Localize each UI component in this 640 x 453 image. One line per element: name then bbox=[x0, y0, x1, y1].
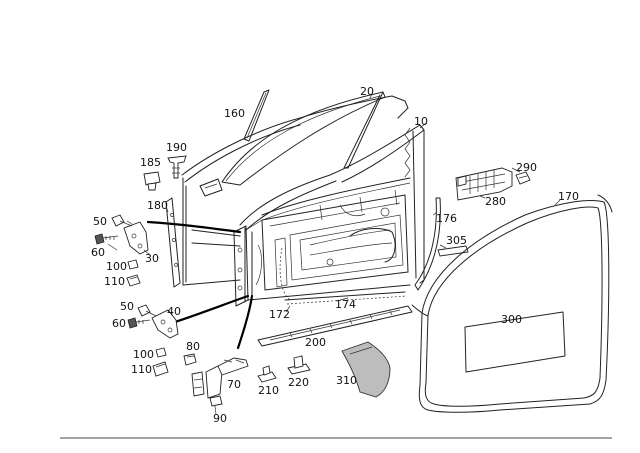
part-labels: 10 20 160 190 185 180 50 60 30 100 110 5… bbox=[91, 85, 579, 425]
label-50-upper: 50 bbox=[93, 215, 107, 228]
screw-50-upper bbox=[111, 214, 133, 227]
clip-190 bbox=[167, 155, 187, 179]
screw-50-lower bbox=[137, 304, 157, 317]
label-220: 220 bbox=[288, 376, 309, 389]
label-176: 176 bbox=[436, 212, 457, 225]
label-50-lower: 50 bbox=[120, 300, 134, 313]
door-inner-shell-10 bbox=[233, 124, 425, 307]
door-seal-170 bbox=[411, 194, 613, 413]
nut-110-upper bbox=[126, 274, 141, 287]
label-10: 10 bbox=[414, 115, 428, 128]
label-172: 172 bbox=[269, 308, 290, 321]
sill-strip-200 bbox=[257, 305, 413, 347]
nut-100-lower bbox=[155, 347, 167, 358]
label-80: 80 bbox=[186, 340, 200, 353]
label-185: 185 bbox=[140, 156, 161, 169]
seal-strip-176 bbox=[414, 197, 441, 291]
label-290: 290 bbox=[516, 161, 537, 174]
bolt-80 bbox=[183, 353, 197, 366]
nut-100-upper bbox=[127, 259, 139, 270]
label-60-upper: 60 bbox=[91, 246, 105, 259]
window-frame-trim-160 bbox=[243, 89, 270, 142]
screw-60-lower bbox=[127, 317, 151, 329]
label-60-lower: 60 bbox=[112, 317, 126, 330]
label-100-upper: 100 bbox=[106, 260, 127, 273]
label-210: 210 bbox=[258, 384, 279, 397]
side-trim-180 bbox=[165, 197, 181, 288]
label-310: 310 bbox=[336, 374, 357, 387]
leader-lines bbox=[107, 93, 561, 363]
label-90: 90 bbox=[213, 412, 227, 425]
window-glass-20 bbox=[221, 91, 386, 186]
label-40: 40 bbox=[167, 305, 181, 318]
screw-90 bbox=[209, 395, 223, 415]
screw-290 bbox=[515, 171, 531, 185]
pad-305 bbox=[437, 245, 469, 257]
nut-110-lower bbox=[152, 361, 169, 377]
door-harness-lines bbox=[146, 220, 254, 350]
screw-60-upper bbox=[94, 233, 119, 245]
upper-hinge-30 bbox=[123, 221, 149, 255]
inner-seal-172-174 bbox=[279, 247, 408, 305]
label-100-lower: 100 bbox=[133, 348, 154, 361]
outer-door-shell bbox=[181, 95, 409, 286]
door-handle-280 bbox=[455, 167, 513, 201]
label-170: 170 bbox=[558, 190, 579, 203]
insulation-panel-300 bbox=[464, 311, 566, 373]
label-30: 30 bbox=[145, 252, 159, 265]
lower-hinge-40 bbox=[151, 309, 179, 339]
label-280: 280 bbox=[485, 195, 506, 208]
label-110-lower: 110 bbox=[131, 363, 152, 376]
label-300: 300 bbox=[501, 313, 522, 326]
clip-210 bbox=[257, 365, 277, 383]
label-200: 200 bbox=[305, 336, 326, 349]
label-160: 160 bbox=[224, 107, 245, 120]
label-20: 20 bbox=[360, 85, 374, 98]
label-110-upper: 110 bbox=[104, 275, 125, 288]
label-180: 180 bbox=[147, 199, 168, 212]
label-70: 70 bbox=[227, 378, 241, 391]
clip-220 bbox=[287, 355, 311, 375]
clip-185 bbox=[143, 171, 161, 191]
label-190: 190 bbox=[166, 141, 187, 154]
bracket-80 bbox=[191, 371, 205, 397]
corner-cover-310 bbox=[341, 341, 391, 398]
label-174: 174 bbox=[335, 298, 356, 311]
door-check-70 bbox=[205, 357, 249, 399]
label-305: 305 bbox=[446, 234, 467, 247]
